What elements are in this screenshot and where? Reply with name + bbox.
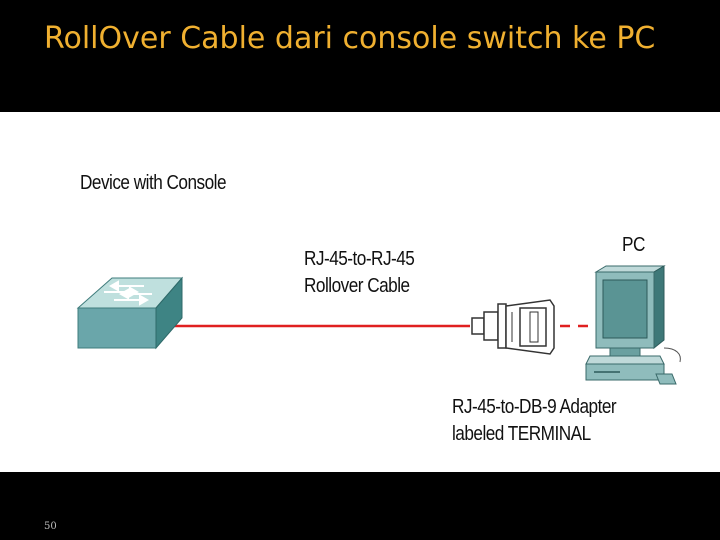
diagram-art — [76, 265, 681, 385]
diagram-panel: Device with Console PC RJ-45-to-RJ-45 Ro… — [0, 112, 720, 472]
db9-adapter-icon — [471, 299, 555, 355]
slide-number: 50 — [44, 521, 57, 532]
pc-label: PC — [622, 234, 645, 256]
switch-icon — [76, 276, 184, 350]
pc-icon — [585, 265, 681, 385]
device-with-console-label: Device with Console — [80, 172, 227, 194]
cable-label-line2: Rollover Cable — [304, 275, 410, 297]
adapter-label: RJ-45-to-DB-9 Adapter labeled TERMINAL — [452, 394, 617, 448]
cable-label: RJ-45-to-RJ-45 Rollover Cable — [304, 246, 415, 300]
cable-label-line1: RJ-45-to-RJ-45 — [304, 248, 415, 270]
adapter-label-line1: RJ-45-to-DB-9 Adapter — [452, 396, 617, 418]
adapter-label-line2: labeled TERMINAL — [452, 423, 591, 445]
slide-title: RollOver Cable dari console switch ke PC — [44, 21, 656, 56]
